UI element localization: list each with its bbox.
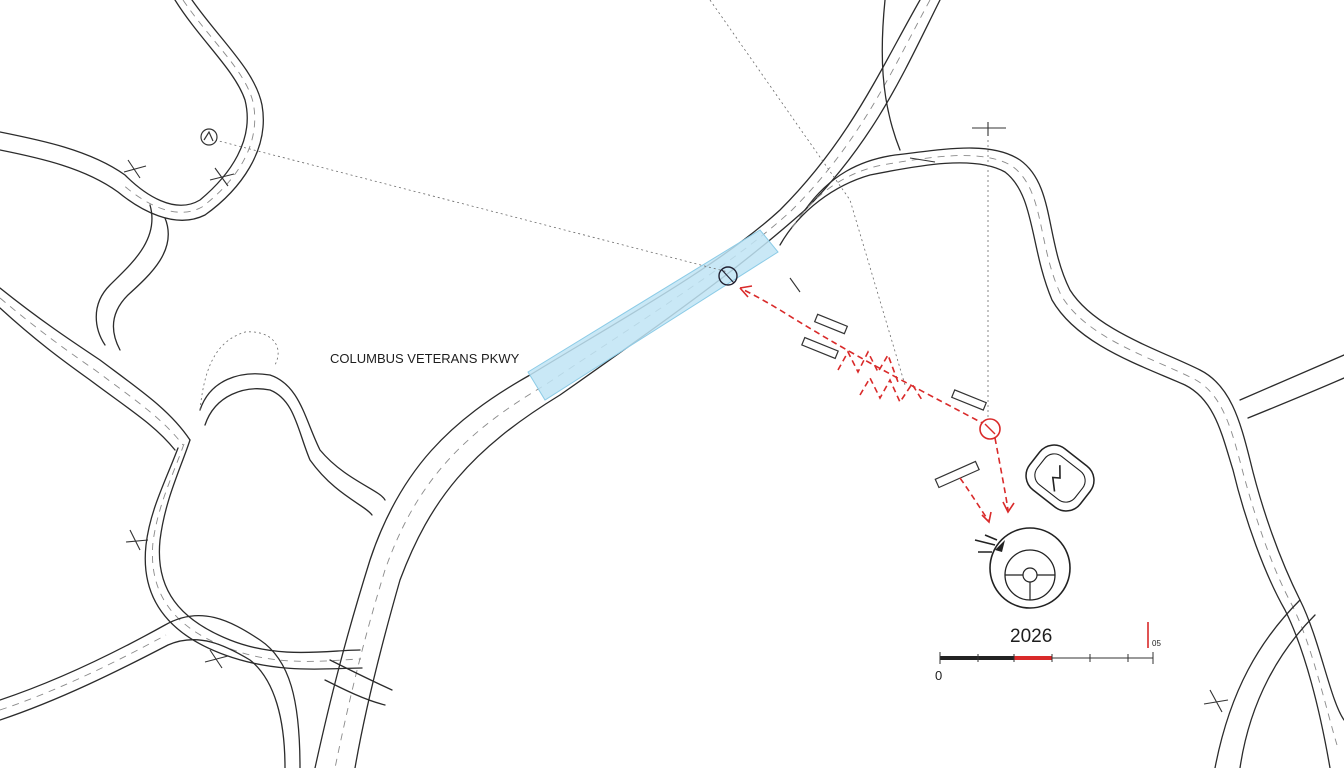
right-loop-road [779, 0, 1344, 768]
main-parkway [314, 0, 941, 768]
top-left-loop [0, 0, 264, 351]
left-diagonal-road [0, 287, 191, 451]
reference-lines [214, 0, 989, 425]
crosshair-icon[interactable] [718, 266, 738, 286]
tick-marks [123, 122, 1229, 713]
steering-wheel-impact-icon[interactable] [974, 527, 1071, 609]
scale-start-label: 0 [935, 668, 942, 683]
incident-path [739, 285, 1015, 524]
north-marker-icon [200, 128, 218, 146]
scale-end-label: 05 [1152, 639, 1161, 648]
car-icon[interactable] [1019, 438, 1101, 518]
middle-left-loop [144, 331, 386, 670]
bottom-left-roads [0, 614, 393, 768]
incident-target-icon[interactable] [979, 418, 1001, 440]
highlighted-segment[interactable] [527, 229, 779, 401]
road-label: COLUMBUS VETERANS PKWY [330, 351, 520, 366]
barrier-icon [801, 313, 988, 489]
scale-bar: 0 05 [935, 622, 1161, 683]
year-label: 2026 [1010, 626, 1052, 647]
